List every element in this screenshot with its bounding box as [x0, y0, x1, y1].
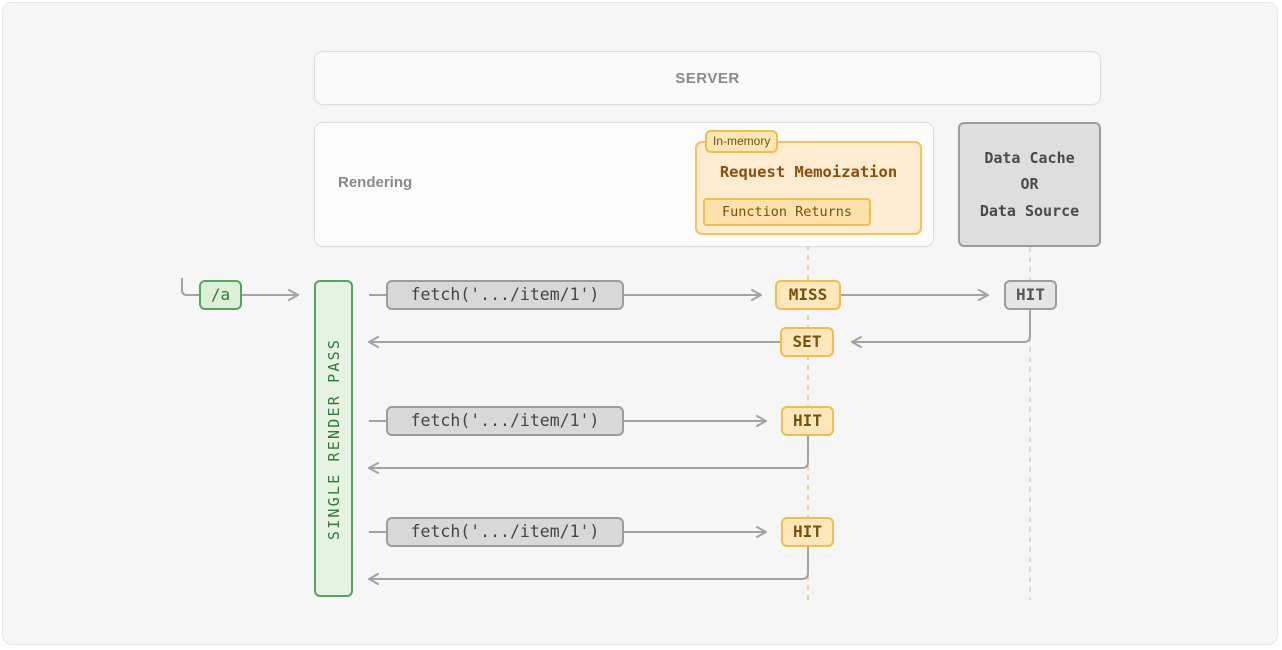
- route-badge: /a: [199, 280, 242, 310]
- function-returns-store: Function Returns: [703, 198, 871, 226]
- data-to-set-arrow: [851, 310, 1031, 348]
- rendering-label: Rendering: [338, 174, 413, 191]
- single-render-pass-label: SINGLE RENDER PASS: [324, 337, 343, 540]
- in-memory-tag: In-memory: [705, 130, 779, 153]
- request-memoization-title: Request Memoization: [719, 163, 898, 181]
- data-cache-label: Data Cache: [984, 148, 1075, 167]
- memo-set-badge: SET: [780, 327, 834, 357]
- server-box: SERVER: [314, 51, 1101, 105]
- server-label: SERVER: [675, 69, 740, 87]
- fetch-call-3: fetch('.../item/1'): [386, 517, 624, 547]
- hit-2-return-arrow: [368, 436, 809, 474]
- fetch-call-2: fetch('.../item/1'): [386, 406, 624, 436]
- memo-miss-badge: MISS: [775, 280, 841, 310]
- memo-hit-badge-2: HIT: [781, 406, 834, 436]
- incoming-request-line: [181, 278, 199, 296]
- data-cache-or-label: OR: [1020, 175, 1039, 194]
- data-source-label: Data Source: [979, 201, 1080, 220]
- data-hit-badge: HIT: [1004, 280, 1057, 310]
- memo-hit-badge-3: HIT: [781, 517, 834, 547]
- data-cache-box: Data Cache OR Data Source: [958, 122, 1101, 247]
- single-render-pass-box: SINGLE RENDER PASS: [314, 280, 353, 597]
- hit-3-return-arrow: [368, 547, 809, 585]
- fetch-call-1: fetch('.../item/1'): [386, 280, 624, 310]
